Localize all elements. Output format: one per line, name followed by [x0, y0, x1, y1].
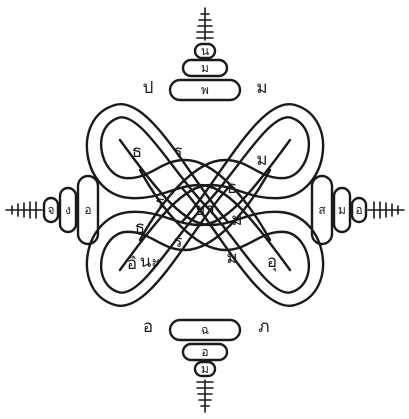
tier-right-1	[310, 174, 334, 246]
outer-syllables: ป ม อ ภ	[143, 78, 270, 337]
tier-right-2	[332, 186, 352, 234]
knot-glyph: ธ	[135, 218, 145, 238]
knot-glyph: ม	[226, 248, 237, 268]
tier-glyph: ส	[318, 203, 326, 217]
tier-glyph: ม	[201, 362, 209, 376]
tier-bottom-1	[168, 318, 242, 342]
tier-left-2	[58, 186, 78, 234]
knot-loops	[85, 103, 325, 307]
tier-glyph: ง	[65, 203, 71, 217]
knot-glyph: ธ	[132, 142, 142, 162]
knot-glyph: ธ	[227, 178, 237, 198]
knot-glyph: อุ	[267, 252, 277, 272]
outer-glyph: ป	[143, 78, 154, 98]
loop-bottom-right	[138, 168, 310, 294]
tier-top-3	[168, 78, 242, 102]
flame-spire-left	[5, 201, 43, 219]
tier-glyph: พ	[201, 83, 209, 97]
outer-glyph: ภ	[258, 317, 269, 337]
tier-glyph: อ	[201, 345, 208, 359]
tier-glyph: ม	[338, 203, 346, 217]
tier-glyph: ฉ	[201, 323, 209, 337]
loop-top-right	[138, 116, 310, 242]
knot-glyph: ม	[256, 150, 267, 170]
stupa-bottom: ฉ อ ม	[168, 318, 242, 413]
knot-glyphs: ธ ร ม ธ ร ยา ม ธ ร อิ ม อุ นะ	[127, 142, 277, 274]
tier-left-1	[42, 196, 60, 224]
flame-spire-right	[367, 201, 405, 219]
tier-bottom-2	[181, 342, 229, 362]
knot-glyph: ร	[155, 193, 164, 213]
flame-spire-bottom	[196, 379, 214, 413]
loop-bottom-left-outer	[85, 138, 292, 307]
loop-bottom-right-outer	[118, 138, 325, 307]
stupa-left: จ ง อ	[5, 174, 100, 246]
knot-glyph: ยา	[195, 200, 215, 220]
tier-glyph: จ	[47, 203, 54, 217]
tier-glyph: ม	[201, 61, 209, 75]
knot-glyph: นะ	[140, 252, 161, 272]
stupa-right: ส ม อ	[310, 174, 405, 246]
knot-glyph: ม	[231, 210, 242, 230]
tier-bottom-3	[193, 360, 217, 378]
knot-glyph: ร	[173, 142, 182, 162]
tier-left-3	[76, 174, 100, 246]
outer-glyph: อ	[143, 317, 153, 337]
tier-glyph: อ	[355, 203, 362, 217]
tier-right-3	[350, 196, 368, 224]
tier-top-2	[181, 58, 229, 78]
tier-top-1	[193, 42, 217, 60]
tier-glyph: อ	[84, 203, 91, 217]
knot-glyph: ร	[173, 232, 182, 252]
knot-glyph: อิ	[127, 254, 137, 274]
outer-glyph: ม	[256, 78, 267, 98]
loop-top-left-outer	[85, 103, 292, 272]
tier-glyph: น	[201, 44, 209, 58]
flame-spire-top	[196, 7, 214, 41]
loop-top-right-outer	[118, 103, 325, 272]
stupa-top: น ม พ	[168, 7, 242, 102]
